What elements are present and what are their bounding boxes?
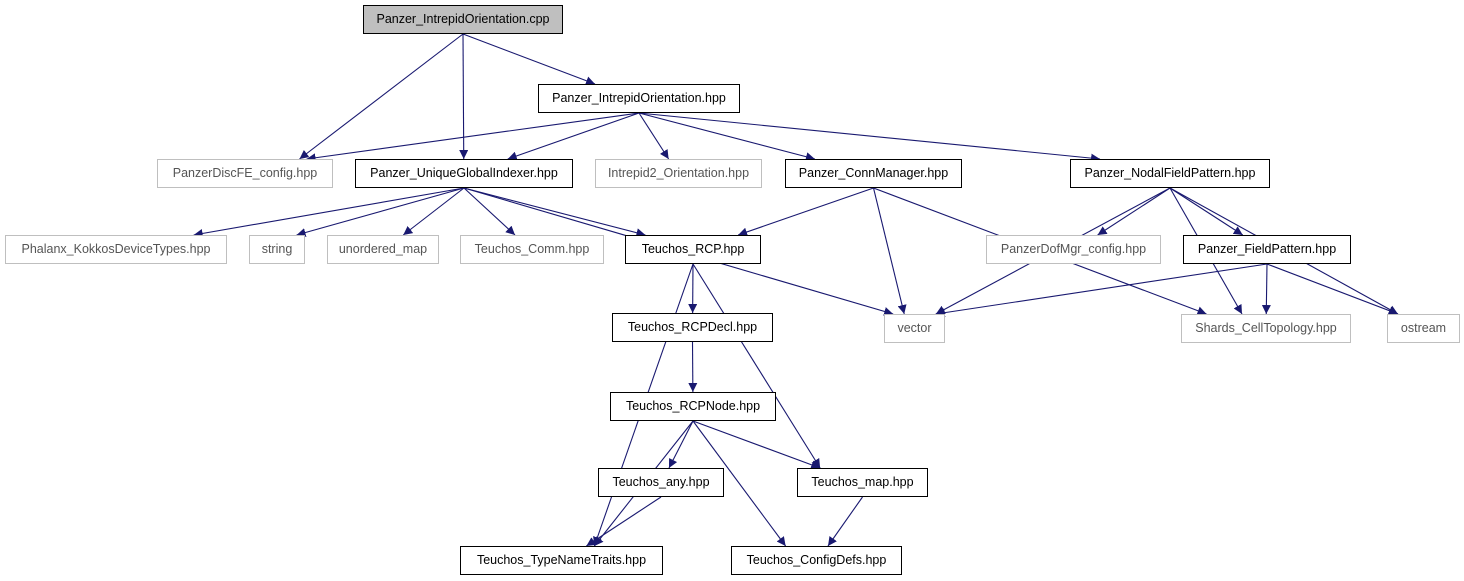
- edge-ugi-to-string: [296, 187, 465, 237]
- edge-orient_hpp-to-nodalfp: [638, 112, 1101, 163]
- node-phalanx-kokkosdevicetypes-hpp: Phalanx_KokkosDeviceTypes.hpp: [5, 235, 227, 264]
- node-teuchos-typenametraits-hpp[interactable]: Teuchos_TypeNameTraits.hpp: [460, 546, 663, 575]
- node-panzer-intrepidorientation-hpp[interactable]: Panzer_IntrepidOrientation.hpp: [538, 84, 740, 113]
- node-teuchos-map-hpp[interactable]: Teuchos_map.hpp: [797, 468, 928, 497]
- node-vector: vector: [884, 314, 945, 343]
- node-shards-celltopology-hpp: Shards_CellTopology.hpp: [1181, 314, 1351, 343]
- edge-connmgr-to-vector: [872, 187, 907, 315]
- node-teuchos-rcpnode-hpp[interactable]: Teuchos_RCPNode.hpp: [610, 392, 776, 421]
- edge-nodalfp-to-fieldpattern: [1169, 187, 1244, 236]
- edge-ugi-to-phalanx: [193, 187, 465, 238]
- node-unordered-map: unordered_map: [327, 235, 439, 264]
- edge-fieldpattern-to-celltopo: [1261, 263, 1271, 315]
- node-teuchos-rcpdecl-hpp[interactable]: Teuchos_RCPDecl.hpp: [612, 313, 773, 342]
- node-panzerdiscfe-config-hpp: PanzerDiscFE_config.hpp: [157, 159, 333, 188]
- edge-rcpnode-to-map: [692, 420, 821, 470]
- node-teuchos-comm-hpp: Teuchos_Comm.hpp: [460, 235, 604, 264]
- node-panzer-uniqueglobalindexer-hpp[interactable]: Panzer_UniqueGlobalIndexer.hpp: [355, 159, 573, 188]
- node-intrepid2-orientation-hpp: Intrepid2_Orientation.hpp: [595, 159, 762, 188]
- edge-root-to-orient_hpp: [462, 33, 596, 86]
- edge-fieldpattern-to-vector: [935, 263, 1268, 318]
- node-panzer-fieldpattern-hpp[interactable]: Panzer_FieldPattern.hpp: [1183, 235, 1351, 264]
- edge-ugi-to-unordered_map: [402, 187, 465, 236]
- node-panzer-intrepidorientation-cpp[interactable]: Panzer_IntrepidOrientation.cpp: [363, 5, 563, 34]
- edge-root-to-ugi: [459, 33, 469, 160]
- node-panzerdofmgr-config-hpp: PanzerDofMgr_config.hpp: [986, 235, 1161, 264]
- edge-connmgr-to-rcp: [737, 187, 874, 237]
- edge-rcp-to-map: [692, 263, 821, 469]
- edge-map-to-configdefs: [827, 496, 863, 547]
- edge-fieldpattern-to-ostream: [1266, 263, 1399, 315]
- node-teuchos-configdefs-hpp[interactable]: Teuchos_ConfigDefs.hpp: [731, 546, 902, 575]
- edge-rcpnode-to-configdefs: [692, 420, 787, 547]
- node-panzer-nodalfieldpattern-hpp[interactable]: Panzer_NodalFieldPattern.hpp: [1070, 159, 1270, 188]
- edge-ugi-to-comm: [463, 187, 516, 236]
- edge-orient_hpp-to-discfe_config: [306, 112, 640, 163]
- edge-any-to-typenametraits: [586, 496, 662, 547]
- edge-rcpnode-to-any: [668, 420, 694, 469]
- edge-orient_hpp-to-ugi: [507, 112, 640, 161]
- edge-orient_hpp-to-intrepid2_orient: [638, 112, 670, 160]
- edge-nodalfp-to-dofmgr_config: [1097, 187, 1171, 236]
- node-string: string: [249, 235, 305, 264]
- edge-orient_hpp-to-connmgr: [638, 112, 816, 162]
- node-panzer-connmanager-hpp[interactable]: Panzer_ConnManager.hpp: [785, 159, 962, 188]
- node-teuchos-rcp-hpp[interactable]: Teuchos_RCP.hpp: [625, 235, 761, 264]
- edge-root-to-discfe_config: [299, 33, 464, 160]
- edge-ugi-to-rcp: [463, 187, 646, 238]
- node-ostream: ostream: [1387, 314, 1460, 343]
- node-teuchos-any-hpp[interactable]: Teuchos_any.hpp: [598, 468, 724, 497]
